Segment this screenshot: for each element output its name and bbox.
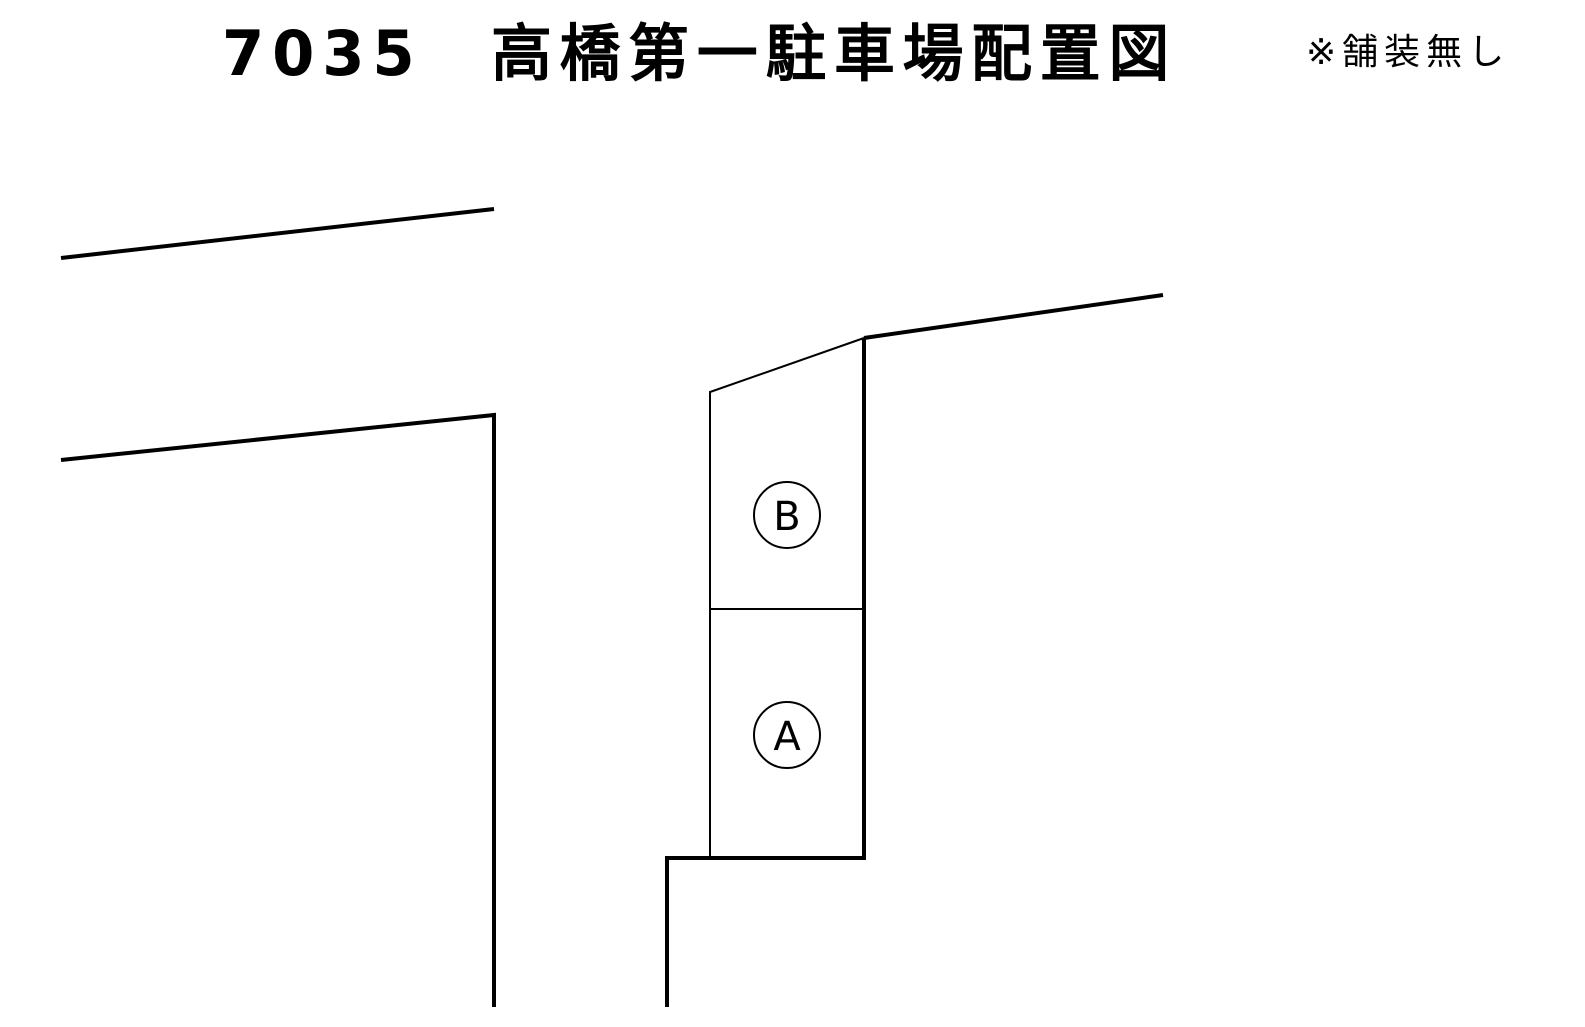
- parking-area-outline: [709, 337, 865, 858]
- page-title: 7035 高橋第一駐車場配置図: [222, 17, 1178, 90]
- space-a-label: A: [773, 714, 801, 760]
- lot-boundary-right: [665, 338, 866, 1007]
- parking-space-a[interactable]: A: [753, 701, 821, 769]
- road-edge-upper-left: [60, 207, 495, 260]
- parking-space-b[interactable]: B: [753, 481, 821, 549]
- space-b-label: B: [773, 494, 800, 540]
- road-edge-upper-right: [863, 293, 1164, 340]
- lot-boundary-left: [60, 412, 496, 1007]
- space-a-circle-icon: [753, 701, 821, 769]
- space-b-circle-icon: [753, 481, 821, 549]
- pavement-note: ※舗装無し: [1306, 32, 1511, 73]
